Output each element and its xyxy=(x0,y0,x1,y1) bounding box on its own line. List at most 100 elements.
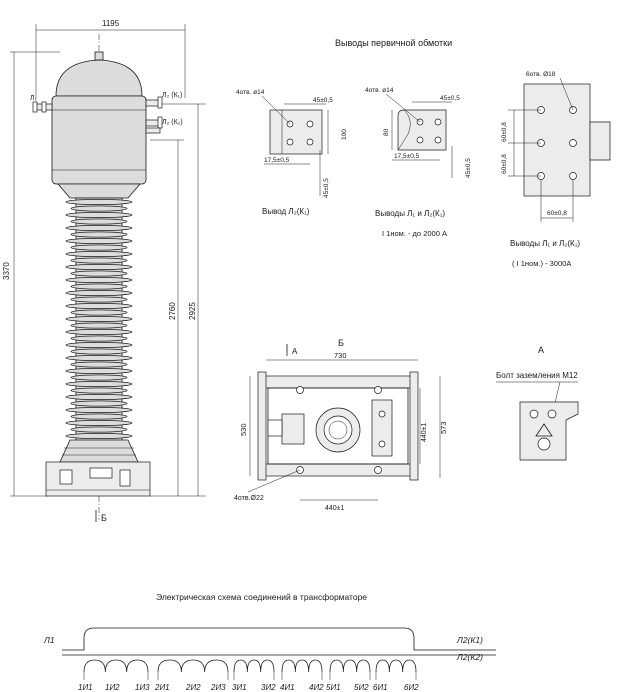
winding-coil xyxy=(83,659,149,673)
winding-coil xyxy=(329,659,371,673)
plan-holes: 4отв.Ø22 xyxy=(234,495,264,502)
tap-label: 2И3 xyxy=(210,683,226,692)
winding-coil xyxy=(281,659,323,673)
terminal-drawing-l1-l2k1: 4отв. ø14 45±0,5 80 17,5±0,5 45±0,5 Выво… xyxy=(365,87,472,238)
t1-dim-45v: 45±0,5 xyxy=(323,178,330,198)
tap-label: 6И1 xyxy=(373,683,388,692)
secondary-windings xyxy=(83,659,417,680)
insulator-shed xyxy=(70,387,128,394)
transformer-elevation: 1195 3370 2760 2925 Л₁ xyxy=(2,19,206,523)
insulator-shed xyxy=(65,250,133,257)
t2-rating: I 1ном. - до 2000 А xyxy=(382,229,447,238)
plan-section-label: Б xyxy=(338,338,344,348)
dim-plan-573: 573 xyxy=(439,421,448,434)
dim-overall-width: 1195 xyxy=(102,19,120,28)
t2-holes: 4отв. ø14 xyxy=(365,87,394,94)
winding-coil xyxy=(157,659,229,673)
scheme-left-label: Л1 xyxy=(43,635,55,645)
insulator-shed xyxy=(65,432,133,439)
plan-view: Б А 730 530 440±1 573 440± xyxy=(234,338,448,512)
insulator-shed xyxy=(65,302,133,309)
tap-label: 2И1 xyxy=(154,683,170,692)
insulator-shed xyxy=(70,205,128,212)
insulator-shed xyxy=(65,315,133,322)
insulator-shed xyxy=(65,263,133,270)
section-mark-b: Б xyxy=(101,513,107,523)
insulator-shed xyxy=(65,211,133,218)
t1-holes: 4отв. ø14 xyxy=(236,89,265,96)
scheme-right-bottom: Л2(К2) xyxy=(456,652,483,662)
insulator-shed xyxy=(65,393,133,400)
t3-dim-60a: 60±0,8 xyxy=(501,122,508,142)
insulator-shed xyxy=(70,400,128,407)
tap-label: 5И1 xyxy=(326,683,341,692)
insulator-shed xyxy=(65,224,133,231)
label-l2k1: Л₂ (К₁) xyxy=(162,92,182,99)
insulator-shed xyxy=(70,244,128,251)
dim-plan-440-v: 440±1 xyxy=(421,422,428,442)
tap-labels: 1И1 1И2 1И3 2И1 2И2 2И3 3И1 3И2 4И1 4И2 … xyxy=(78,683,419,692)
t3-holes: 6отв. Ø18 xyxy=(526,71,556,78)
t1-dim-45: 45±0,5 xyxy=(313,97,333,104)
t3-dim-60b: 60±0,8 xyxy=(501,154,508,174)
insulator-shed xyxy=(65,198,133,205)
tap-label: 1И3 xyxy=(135,683,150,692)
terminal-drawing-3000a: 6отв. Ø18 60±0,8 60±0,8 60±0,8 Выводы Л₁… xyxy=(501,71,611,268)
dim-plan-440-h: 440±1 xyxy=(325,505,345,512)
scheme-title: Электрическая схема соединений в трансфо… xyxy=(156,592,367,602)
t2-dim-45v: 45±0,5 xyxy=(465,158,472,178)
t3-caption: Выводы Л₁ и Л₂(К₁) xyxy=(510,239,580,248)
insulator-shed xyxy=(65,341,133,348)
tap-label: 1И1 xyxy=(78,683,93,692)
winding-coil xyxy=(375,659,417,673)
t1-caption: Вывод Л₂(К₁) xyxy=(262,207,310,216)
t3-rating: ( I 1ном.) - 3000А xyxy=(512,259,571,268)
insulator-shed xyxy=(65,354,133,361)
t2-dim-80: 80 xyxy=(383,128,390,136)
insulator-shed xyxy=(70,296,128,303)
tap-label: 3И1 xyxy=(232,683,247,692)
insulator-shed xyxy=(70,309,128,316)
tap-label: 4И2 xyxy=(309,683,324,692)
t2-dim-175: 17,5±0,5 xyxy=(394,153,420,160)
label-l1: Л₁ xyxy=(30,95,38,102)
detail-a: А Болт заземления М12 xyxy=(496,345,579,461)
plan-cut-label: А xyxy=(292,347,298,356)
tap-label: 1И2 xyxy=(105,683,120,692)
insulator-shed xyxy=(65,237,133,244)
insulator-shed xyxy=(65,276,133,283)
insulator-sheds xyxy=(65,197,133,443)
insulator-shed xyxy=(70,322,128,329)
tap-label: 4И1 xyxy=(280,683,295,692)
t1-dim-100: 100 xyxy=(341,129,348,140)
detail-a-label: А xyxy=(538,345,544,355)
insulator-shed xyxy=(70,231,128,238)
insulator-shed xyxy=(65,419,133,426)
dim-overall-height: 3370 xyxy=(2,262,11,280)
insulator-shed xyxy=(65,367,133,374)
terminals-title: Выводы первичной обмотки xyxy=(335,38,452,48)
scheme-right-top: Л2(К1) xyxy=(456,635,483,645)
insulator-shed xyxy=(70,335,128,342)
insulator-shed xyxy=(70,218,128,225)
tap-label: 3И2 xyxy=(261,683,276,692)
t2-dim-45: 45±0,5 xyxy=(440,95,460,102)
insulator-shed xyxy=(65,406,133,413)
tap-label: 6И2 xyxy=(404,683,419,692)
insulator-shed xyxy=(70,374,128,381)
winding-coil xyxy=(233,659,275,673)
insulator-shed xyxy=(70,270,128,277)
insulator-shed xyxy=(70,283,128,290)
insulator-shed xyxy=(70,361,128,368)
insulator-shed xyxy=(65,380,133,387)
label-l2k2: Л₂ (К₂) xyxy=(162,119,183,126)
electrical-scheme: Электрическая схема соединений в трансфо… xyxy=(43,592,496,692)
t1-dim-175: 17,5±0,5 xyxy=(264,157,290,164)
insulator-shed xyxy=(65,289,133,296)
dim-plan-530: 530 xyxy=(239,423,248,436)
insulator-shed xyxy=(70,413,128,420)
dim-2760: 2760 xyxy=(168,302,177,320)
t2-caption: Выводы Л₁ и Л₂(К₁) xyxy=(375,209,445,218)
tap-label: 2И2 xyxy=(185,683,201,692)
